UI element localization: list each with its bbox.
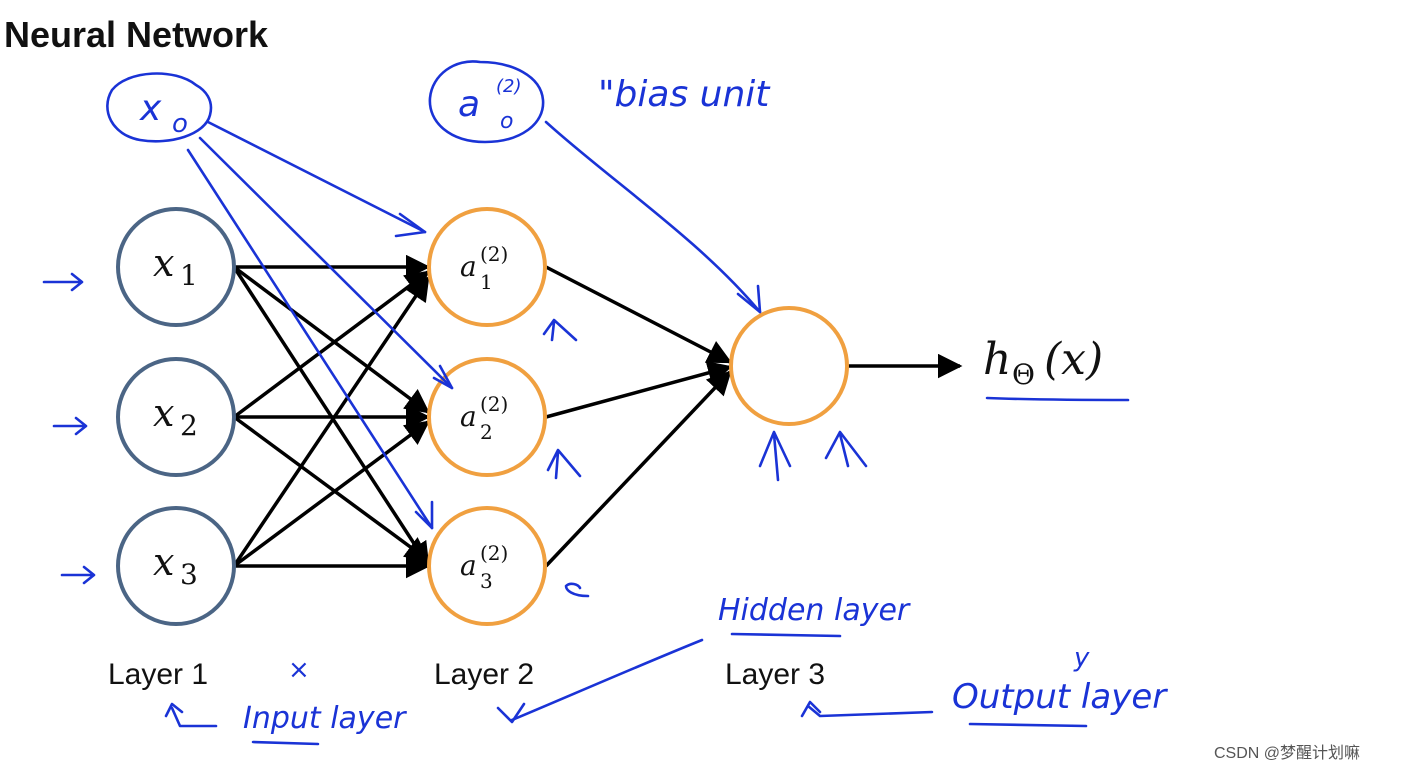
output-up-arrow-1 [758,430,792,482]
hypothesis-label: h Θ (x) [983,334,1103,391]
input-layer-nodes: x 1 x 2 x 3 [116,207,236,626]
input-arrow-3 [60,565,96,585]
edge-x3-a2 [232,420,430,568]
hidden-mark-2 [546,448,582,480]
x0-sub: o [172,109,188,139]
input-node-2-var: x [153,391,174,435]
diagram-title: Neural Network [4,14,269,55]
input-node-2-sub: 2 [180,409,198,442]
hidden-node-1-sub: 1 [480,270,493,294]
edge-a2-out [545,360,733,419]
input-arrow-2 [52,416,88,436]
hidden-node-1-var: a [460,250,477,283]
layer-1-label: Layer 1 [108,658,208,691]
hidden-output-edges [544,265,963,568]
input-node-2 [116,357,236,477]
bias-arrowhead-a1 [394,212,427,238]
hidden-layer-label: Hidden layer [718,593,911,628]
output-layer-underline [968,722,1088,728]
bias-unit-label: "bias unit [598,74,771,115]
x0-var: x [139,88,162,129]
input-layer-arrow [164,702,218,728]
bias-arrowhead-output [736,284,762,314]
hidden-node-2-var: a [460,400,477,433]
layer-2-label: Layer 2 [434,658,534,691]
edge-x2-a1 [232,270,430,419]
hidden-node-2-sub: 2 [480,420,493,444]
hypothesis-theta: Θ [1012,358,1035,391]
hidden-mark-3 [564,582,590,598]
a0-sub: o [500,109,513,134]
hidden-node-2-sup: (2) [480,392,508,416]
edge-a3-out [544,370,732,568]
edge-x3-a1 [232,275,430,567]
hidden-node-3-var: a [460,549,477,582]
bias-arrowhead-a2 [432,364,454,390]
hidden-node-3-sup: (2) [480,541,508,565]
input-arrow-1 [42,272,84,292]
bias-arrow-a2 [198,136,454,390]
edge-x1-a2 [232,265,430,414]
hidden-layer-arrowhead [496,702,526,724]
bias-arrow-output [544,120,762,314]
hypothesis-underline [985,396,1130,402]
input-node-1-var: x [153,241,174,285]
hidden-layer-underline [730,632,842,638]
input-node-3-var: x [153,540,174,584]
x0-circle [106,72,213,143]
input-node-1-sub: 1 [180,259,198,292]
layer-3-label: Layer 3 [725,658,825,691]
output-layer-label: Output layer [952,677,1168,717]
edge-x2-a3 [232,415,430,562]
input-layer-underline [251,740,320,746]
output-node [729,306,849,426]
hidden-node-3-sub: 3 [480,569,493,593]
input-node-3 [116,506,236,626]
bias-arrowhead-a3 [414,500,434,530]
input-hidden-edges [232,254,431,579]
hypothesis-arg: (x) [1044,334,1103,385]
bias-arrow-a3 [186,148,434,530]
watermark: CSDN @梦醒计划嘛 [1214,744,1360,762]
hidden-node-1-sup: (2) [480,242,508,266]
output-layer-arrow [800,700,934,718]
hidden-layer-arrow [510,638,704,722]
output-up-arrow-2 [824,430,868,468]
hidden-node-2 [427,357,547,477]
a0-sup: (2) [496,76,522,97]
hidden-layer-nodes: a (2) 1 a (2) 2 a (2) 3 [427,207,547,626]
input-node-3-sub: 3 [180,558,198,591]
a0-var: a [458,84,480,125]
bias-arrow-a1 [206,120,427,234]
hidden-node-1 [427,207,547,327]
input-layer-label: Input layer [243,701,407,736]
hypothesis-h: h [983,334,1011,385]
hidden-node-3 [427,506,547,626]
x-mark: × [288,655,310,685]
hidden-mark-1 [542,318,578,342]
edge-a1-out [545,265,733,364]
a0-circle [428,60,545,144]
handwritten-annotations: x o a (2) o "bias unit × [42,60,1168,746]
y-mark: y [1073,643,1090,673]
input-node-1 [116,207,236,327]
